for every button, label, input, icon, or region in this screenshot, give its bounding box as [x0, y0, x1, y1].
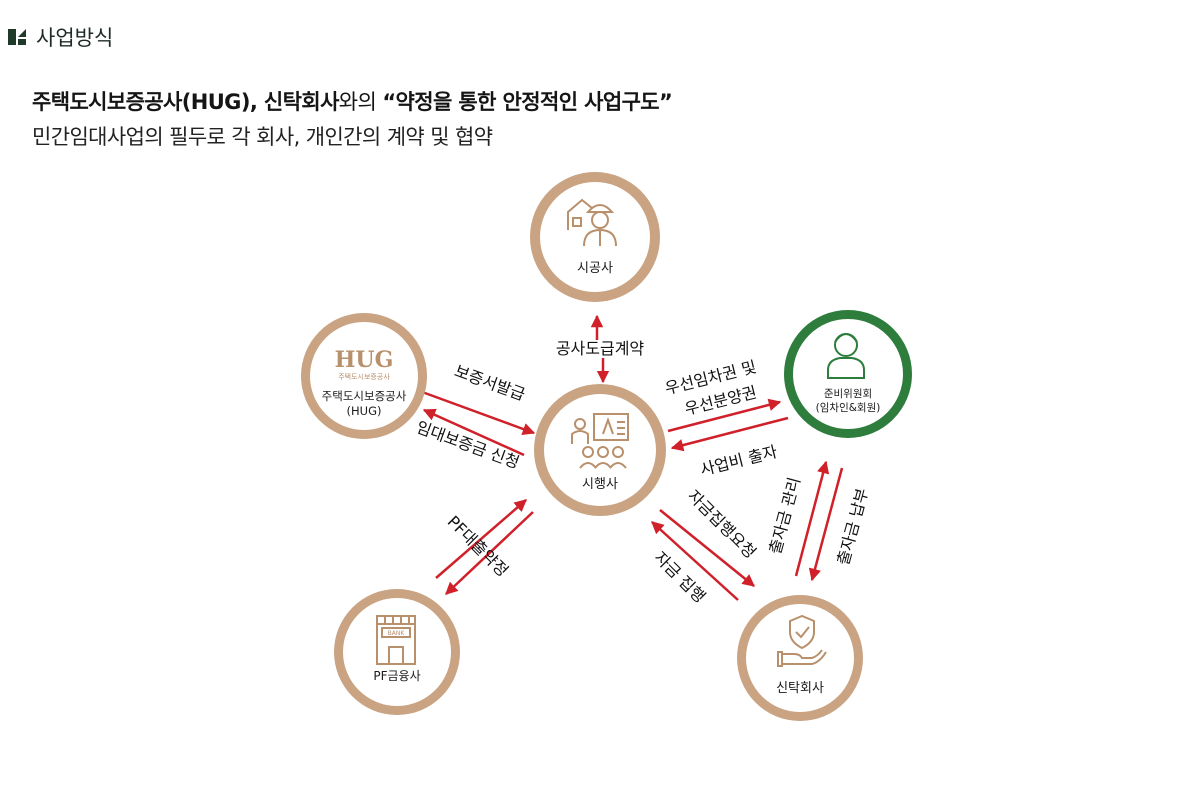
label-investment: 사업비 출자: [698, 442, 779, 480]
worker-house-icon: [567, 198, 617, 247]
arrow-trust-to-developer: [651, 521, 739, 601]
label-fund-execute: 자금 집행: [651, 548, 710, 607]
node-hug-label2: (HUG): [347, 404, 382, 418]
headline-light-part: 와의: [338, 90, 383, 114]
node-hug: HUG 주택도시보증공사 주택도시보증공사 (HUG): [301, 313, 427, 439]
node-developer-label: 시행사: [582, 476, 618, 492]
shield-hand-icon: [777, 614, 827, 667]
node-developer: 시행사: [534, 384, 666, 516]
headline: 주택도시보증공사(HUG), 신탁회사와의 “약정을 통한 안정적인 사업구도”: [32, 86, 673, 116]
node-hug-label1: 주택도시보증공사: [322, 389, 407, 403]
person-icon: [827, 333, 865, 379]
headline-bold-part1: 주택도시보증공사(HUG), 신탁회사: [32, 90, 339, 114]
arrow-hug-to-developer: [413, 387, 536, 435]
subline: 민간임대사업의 필두로 각 회사, 개인간의 계약 및 협약: [32, 125, 493, 149]
label-construction-contract: 공사도급계약: [556, 339, 645, 358]
node-contractor-label: 시공사: [577, 261, 613, 276]
node-trust-label: 신탁회사: [776, 681, 824, 696]
node-contractor: 시공사: [530, 172, 660, 302]
label-guarantee-apply: 임대보증금 신청: [414, 417, 522, 472]
headline-bold-part2: “약정을 통한 안정적인 사업구도”: [382, 90, 673, 114]
label-fund-request: 자금집행요청: [684, 486, 760, 562]
label-guarantee-issue: 보증서발급: [452, 361, 528, 404]
arrows: [413, 314, 844, 601]
arrow-committee-to-trust: [808, 467, 844, 582]
node-committee-label2: (임차인&회원): [816, 401, 881, 414]
section-header: 사업방식: [6, 22, 113, 52]
arrow-developer-to-hug: [422, 408, 525, 457]
presentation-icon: [571, 413, 629, 469]
node-committee: 준비위원회 (임차인&회원): [784, 310, 912, 438]
hug-logo: HUG: [335, 347, 394, 373]
section-logo-icon: [8, 29, 26, 45]
bank-sign-text: BANK: [388, 630, 406, 637]
arrow-committee-to-developer: [670, 416, 789, 452]
arrow-developer-to-trust: [659, 509, 755, 587]
hug-logo-sub: 주택도시보증공사: [338, 372, 390, 381]
label-fund-manage: 출자금 관리: [765, 475, 804, 556]
node-committee-label1: 준비위원회: [824, 387, 872, 400]
bank-icon: [376, 615, 416, 665]
section-title: 사업방식: [36, 26, 114, 50]
node-pf: BANK PF금융사: [334, 589, 460, 715]
label-fund-pay: 출자금 납부: [833, 486, 872, 567]
arrow-developer-to-pf: [445, 511, 534, 595]
arrow-pf-to-developer: [435, 499, 527, 579]
node-pf-label: PF금융사: [373, 669, 420, 683]
node-trust: 신탁회사: [737, 595, 863, 721]
arrow-developer-to-committee: [667, 398, 782, 433]
arrow-trust-to-committee: [794, 460, 830, 577]
